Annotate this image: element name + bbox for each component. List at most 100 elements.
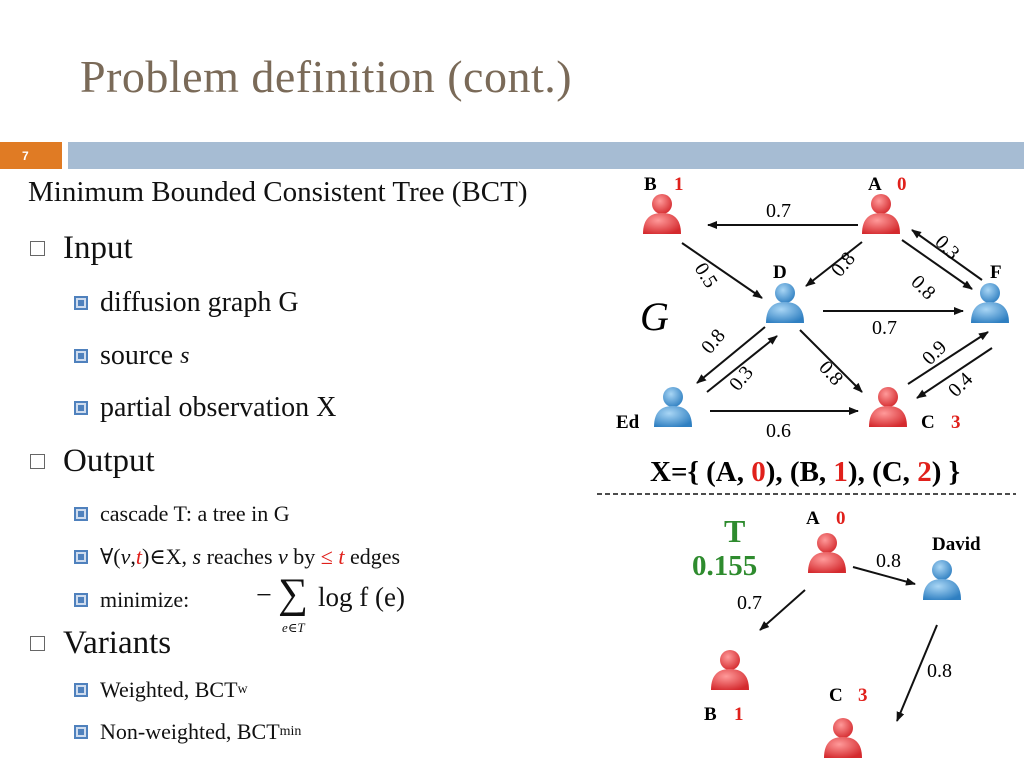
input-label: Input (63, 230, 133, 266)
square-bullet-icon (74, 593, 88, 607)
node-B-name: B (644, 174, 657, 195)
node-A-icon (862, 194, 900, 234)
node-D-icon (766, 283, 804, 323)
output-item-reach: ∀(v, t)∈X, s reaches v by ≤ t edges (74, 544, 400, 570)
input-item-text: source (100, 340, 174, 371)
reach-t2: t (338, 544, 345, 569)
tree-node-David-name: David (932, 534, 981, 555)
reach-v2: v (278, 544, 288, 569)
minimize-label: minimize: (100, 587, 190, 612)
graph-label-G: G (640, 294, 669, 339)
observation-mid2: ), (C, (848, 456, 917, 488)
square-bullet-icon (30, 636, 45, 651)
input-item-source: source s (74, 340, 189, 372)
formula-sigma: ∑ (278, 571, 308, 617)
node-Ed-name: Ed (616, 412, 640, 433)
edge-F-A (911, 229, 983, 281)
node-F-name: F (990, 262, 1002, 283)
square-bullet-icon (74, 349, 88, 363)
weight-F-A: 0.8 (906, 271, 939, 304)
weight-D-C: 0.8 (814, 357, 847, 390)
header-band (68, 142, 1024, 169)
output-item-minimize: minimize: (74, 587, 189, 613)
tree-score: 0.155 (692, 550, 757, 582)
square-bullet-icon (30, 454, 45, 469)
edge-Ed-D (706, 335, 778, 393)
section-heading: Minimum Bounded Consistent Tree (BCT) (28, 176, 528, 208)
reach-s: s (192, 544, 202, 569)
variant-weighted-sub: w (237, 682, 248, 697)
tree-node-David-icon (923, 560, 961, 600)
square-bullet-icon (74, 725, 88, 739)
variant-weighted-text: Weighted, BCT (100, 677, 238, 702)
observation-a-time: 0 (751, 456, 766, 488)
tree-edge-weights: 0.8 0.7 0.8 (737, 550, 952, 682)
node-A-value: 0 (897, 174, 907, 195)
bullet-variants: Variants (30, 625, 171, 662)
weight-C-F: 0.9 (918, 336, 951, 369)
observation-set: X={ (A, 0), (B, 1), (C, 2) } (650, 456, 960, 488)
weight-A-F: 0.3 (930, 231, 963, 264)
edge-D-Ed (696, 326, 766, 384)
input-item-text: diffusion graph G (100, 287, 299, 318)
tree-weight-David-C: 0.8 (927, 660, 952, 682)
observation-suffix: ) } (932, 456, 960, 488)
edge-C-F (907, 331, 989, 385)
formula-subscript: e∈T (282, 620, 305, 635)
formula-minus: − (256, 580, 272, 611)
tree-node-A-icon (808, 533, 846, 573)
bullet-input: Input (30, 230, 133, 267)
edge-A-F (901, 239, 973, 290)
output-label: Output (63, 443, 155, 479)
node-B-icon (643, 194, 681, 234)
node-A-name: A (868, 174, 882, 195)
tree-weight-A-David: 0.8 (876, 550, 901, 572)
reach-by: by (293, 544, 316, 569)
reach-comma: , (130, 544, 136, 569)
tree-node-B-name: B (704, 704, 717, 725)
input-item-text: partial observation X (100, 392, 337, 423)
tree-node-C-icon (824, 718, 862, 758)
tree-node-C-name: C (829, 685, 843, 706)
reach-t: t (135, 544, 142, 569)
slide-title: Problem definition (cont.) (80, 51, 573, 102)
square-bullet-icon (74, 401, 88, 415)
square-bullet-icon (74, 550, 88, 564)
square-bullet-icon (74, 507, 88, 521)
weight-D-Ed: 0.8 (697, 325, 730, 358)
square-bullet-icon (74, 296, 88, 310)
edge-D-C (799, 329, 863, 393)
input-item-graph: diffusion graph G (74, 287, 299, 319)
square-bullet-icon (74, 683, 88, 697)
edge-B-D (681, 242, 763, 299)
observation-prefix: X={ (A, (650, 456, 751, 488)
tree-node-B-value: 1 (734, 704, 744, 725)
tree-node-A-value: 0 (836, 508, 846, 529)
node-D-name: D (773, 262, 787, 283)
node-C-value: 3 (951, 412, 961, 433)
weight-A-B: 0.7 (766, 200, 791, 222)
formula-expression: log f (e) (318, 582, 405, 612)
source-variable: s (180, 342, 190, 369)
node-B-value: 1 (674, 174, 684, 195)
slide-number: 7 (0, 142, 62, 169)
node-C-name: C (921, 412, 935, 433)
observation-mid1: ), (B, (766, 456, 834, 488)
observation-b-time: 1 (833, 456, 848, 488)
observation-c-time: 2 (917, 456, 932, 488)
reach-in-x: )∈X, (142, 544, 187, 569)
tree-node-C-value: 3 (858, 685, 868, 706)
tree-label-T: T (724, 513, 745, 549)
weight-B-D: 0.5 (690, 259, 722, 292)
tree-weight-A-B: 0.7 (737, 592, 762, 614)
minimize-formula: − ∑ log f (e) e∈T (256, 571, 436, 635)
weight-F-C: 0.4 (944, 368, 977, 401)
output-item-cascade: cascade T: a tree in G (74, 501, 290, 527)
edge-F-C (916, 347, 993, 399)
bullet-output: Output (30, 443, 155, 480)
reach-forall: ∀( (100, 544, 121, 569)
graph-edges (681, 221, 993, 415)
